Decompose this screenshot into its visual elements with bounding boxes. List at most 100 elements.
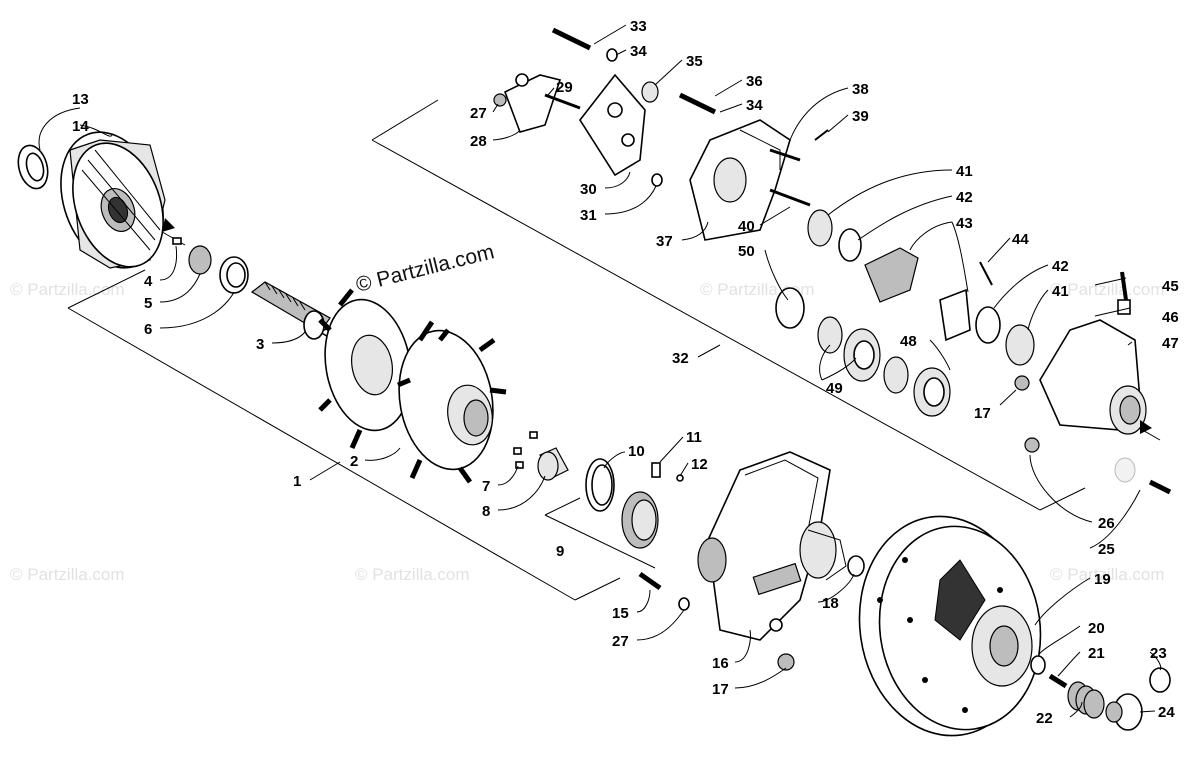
part-38-39-pin: [769, 129, 829, 162]
callout-10: 10: [628, 443, 645, 460]
part-29-pin: [544, 93, 581, 110]
callout-28: 28: [470, 133, 487, 150]
part-17-nut: [777, 653, 795, 671]
group-brackets: [67, 99, 1161, 601]
callout-19: 19: [1094, 571, 1111, 588]
part-6-spacer: [219, 256, 249, 294]
part-48-49-bearings: [817, 316, 951, 417]
callout-17-lower: 17: [712, 681, 729, 698]
part-41-bushing: [807, 209, 1035, 366]
callout-8: 8: [482, 503, 490, 520]
callout-41-upper: 41: [956, 163, 973, 180]
callout-7: 7: [482, 478, 490, 495]
part-17-nut-upper: [1014, 375, 1030, 391]
callout-44: 44: [1012, 231, 1029, 248]
callout-4: 4: [144, 273, 153, 290]
callout-26: 26: [1098, 515, 1115, 532]
part-27-washer: [678, 597, 690, 611]
watermark-text: © Partzilla.com: [355, 565, 470, 584]
part-16-chaincase: [697, 451, 847, 641]
callout-46: 46: [1162, 309, 1179, 326]
callout-40: 40: [738, 218, 755, 235]
callout-32: 32: [672, 350, 689, 367]
callout-17-upper: 17: [974, 405, 991, 422]
part-42-oring: [838, 228, 1001, 344]
callout-11: 11: [686, 429, 702, 446]
callout-34-upper: 34: [630, 43, 647, 60]
part-27-nut: [493, 93, 507, 107]
callout-47: 47: [1162, 335, 1179, 352]
part-10-ring: [585, 458, 615, 512]
part-18-ring: [847, 555, 865, 577]
part-22-spring: [1067, 681, 1105, 719]
watermark-text: © Partzilla.com: [1050, 280, 1165, 299]
callout-22: 22: [1036, 710, 1053, 727]
callout-labels: 1 2 3 4 5 6 7 8 9 10 11 12 13 14 15 16 1…: [72, 18, 1179, 727]
part-37-caliper: [689, 119, 791, 241]
part-14-sheave: [60, 131, 175, 269]
watermark-text: © Partzilla.com: [10, 280, 125, 299]
callout-36: 36: [746, 73, 763, 90]
callout-27-upper: 27: [470, 105, 487, 122]
callout-27-lower: 27: [612, 633, 629, 650]
watermark-text: © Partzilla.com: [10, 565, 125, 584]
callout-2: 2: [350, 453, 358, 470]
part-28-caliper-cover: [503, 73, 562, 133]
callout-35: 35: [686, 53, 703, 70]
callout-9: 9: [556, 543, 564, 560]
part-2-sprockets: [318, 288, 507, 484]
callout-31: 31: [580, 207, 597, 224]
leader-lines: [38, 24, 1162, 718]
part-40-pin: [769, 188, 811, 207]
callout-43: 43: [956, 215, 973, 232]
part-7-keys: [513, 431, 538, 469]
part-36-bolt: [678, 92, 717, 115]
part-19-brake-disc: [858, 515, 1042, 737]
part-11-12-fittings: [651, 462, 684, 482]
callout-49: 49: [826, 380, 843, 397]
watermark-main: © Partzilla.com: [354, 240, 497, 297]
part-13-locknut: [17, 144, 49, 190]
part-47-bearing-housing: [1039, 319, 1152, 435]
callout-33: 33: [630, 18, 647, 35]
part-5-nut: [188, 245, 212, 275]
callout-30: 30: [580, 181, 597, 198]
part-20-washer: [1030, 655, 1046, 675]
callout-29: 29: [556, 79, 573, 96]
part-31-bolt: [651, 173, 663, 187]
part-43-brake-pads: [864, 247, 971, 342]
part-21-bolt: [1048, 673, 1068, 689]
callout-38: 38: [852, 81, 869, 98]
watermark-text: © Partzilla.com: [1050, 565, 1165, 584]
part-44-spring: [979, 261, 993, 286]
part-30-gasket: [579, 73, 646, 177]
part-23-cap: [1149, 667, 1171, 693]
part-15-bolt: [638, 571, 662, 591]
callout-6: 6: [144, 321, 152, 338]
callout-34-lower: 34: [746, 97, 763, 114]
callout-14: 14: [72, 118, 89, 135]
part-26-nut: [1024, 437, 1040, 453]
part-8-bushing: [537, 447, 569, 481]
callout-39: 39: [852, 108, 869, 125]
bracket-group-1: [67, 269, 621, 601]
callout-48: 48: [900, 333, 917, 350]
callout-25: 25: [1098, 541, 1115, 558]
bracket-group-32: [371, 99, 1086, 511]
callout-45: 45: [1162, 278, 1179, 295]
part-33-bolt: [551, 27, 592, 51]
callout-5: 5: [144, 295, 152, 312]
callout-42-upper: 42: [956, 189, 973, 206]
part-34-washer: [606, 48, 618, 62]
callout-3: 3: [256, 336, 264, 353]
part-24-cap: [1105, 693, 1143, 731]
callout-50: 50: [738, 243, 755, 260]
callout-23: 23: [1150, 645, 1167, 662]
part-4-key: [172, 237, 182, 245]
callout-24: 24: [1158, 704, 1175, 721]
part-35-bushing: [641, 81, 659, 103]
callout-41-lower: 41: [1052, 283, 1069, 300]
bracket-group-9: [544, 497, 656, 569]
part-25-bolt: [1114, 457, 1172, 495]
